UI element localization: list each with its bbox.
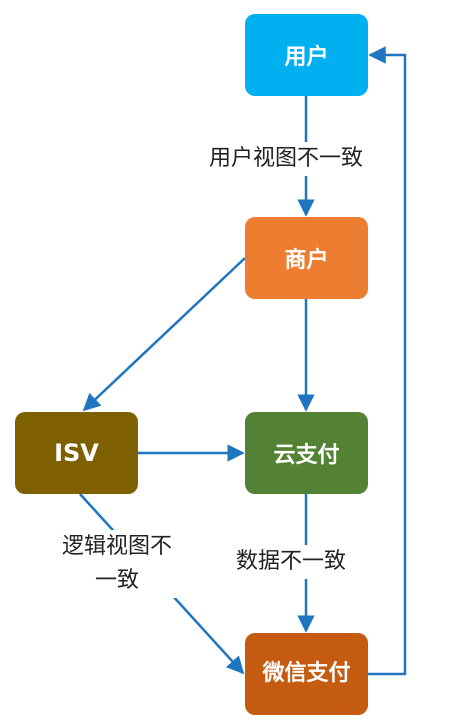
edge-label-logic-view: 逻辑视图不一致 xyxy=(52,530,182,598)
node-isv: ISV xyxy=(15,412,138,494)
node-cloud-pay-label: 云支付 xyxy=(273,443,340,468)
edge-wechat-pay-to-user xyxy=(368,46,407,676)
node-cloud-pay: 云支付 xyxy=(245,412,368,494)
node-wechat-pay-label: 微信支付 xyxy=(262,661,351,686)
node-wechat-pay: 微信支付 xyxy=(245,633,368,715)
node-isv-label: ISV xyxy=(54,439,99,467)
edge-merchant-to-isv xyxy=(82,257,246,412)
node-user: 用户 xyxy=(245,14,368,96)
edge-label-user-view: 用户视图不一致 xyxy=(183,142,389,176)
node-user-label: 用户 xyxy=(284,45,329,70)
edge-label-data: 数据不一致 xyxy=(216,545,366,579)
node-merchant-label: 商户 xyxy=(284,248,329,273)
node-merchant: 商户 xyxy=(245,217,368,299)
